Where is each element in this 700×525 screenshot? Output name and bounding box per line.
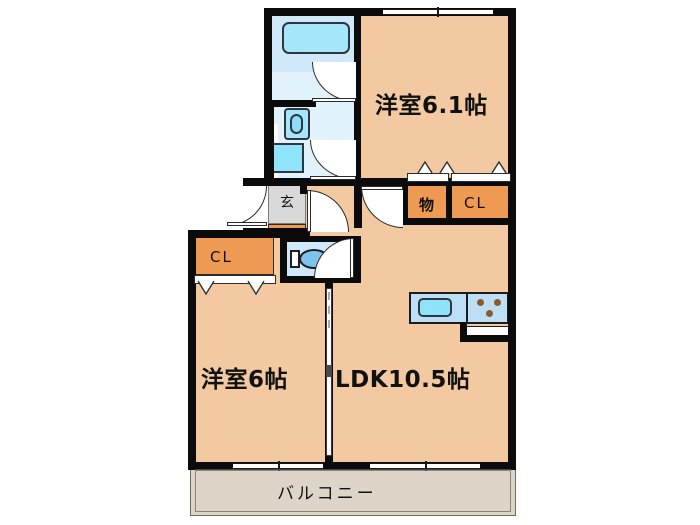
wall-kitchen-alcove [460, 322, 467, 342]
window-mullion-bottom-right [425, 461, 427, 471]
wall-outer-left-upper [264, 8, 272, 186]
wall-toilet-right [353, 236, 361, 282]
wall-bath-right [354, 8, 361, 188]
wall-closet-divider [446, 178, 452, 223]
wall-toilet-top [280, 236, 360, 242]
closet-left-label: CL [210, 248, 233, 266]
wall-outer-bottom [188, 462, 516, 470]
wall-kitchen-alcove-bottom [460, 335, 516, 342]
wall-genkan-outer-bottom [243, 228, 268, 236]
bedroom-61-label: 洋室6.1帖 [375, 93, 488, 119]
door-hall-ldk-leaf[interactable] [307, 190, 311, 232]
stove-burner-3 [486, 310, 493, 317]
door-washroom-leaf[interactable] [310, 176, 356, 180]
closet-fold-tri-3 [492, 162, 506, 173]
storage-mono-label: 物 [419, 196, 435, 214]
wall-outer-right [508, 8, 516, 470]
wall-toilet-left [280, 236, 287, 282]
genkan-label: 玄 [280, 195, 295, 211]
ldk-label: LDK10.5帖 [335, 367, 471, 393]
door-entrance[interactable] [227, 186, 267, 226]
stove-burner-2 [494, 299, 501, 306]
window-mullion-top [437, 7, 439, 17]
stove-divider [466, 292, 468, 324]
wall-bedroom6-top [188, 230, 280, 238]
stove-burner-1 [477, 299, 484, 306]
sliding-door-handle[interactable] [326, 365, 332, 377]
bedroom-6-label: 洋室6帖 [201, 367, 289, 393]
door-entrance-leaf[interactable] [227, 222, 267, 226]
wall-bath-washroom [264, 100, 316, 107]
wall-washroom-bottom [264, 178, 362, 186]
door-toilet-leaf[interactable] [350, 238, 354, 278]
balcony-label: バルコニー [277, 484, 377, 504]
balcony-inner-outline [195, 470, 511, 512]
wall-genkan-outer-left [243, 178, 268, 186]
genkan-tile [268, 182, 306, 224]
closet-left-door-bar [194, 275, 276, 284]
wall-hall-entry-left [300, 186, 307, 194]
closet-top-label: CL [464, 194, 487, 212]
bathtub [282, 22, 350, 54]
window-mullion-bottom-left [278, 461, 280, 471]
wall-washroom-left [264, 100, 274, 186]
wall-hall-bottom-left [264, 228, 310, 236]
washbasin-bowl [290, 114, 303, 134]
wall-closet-row-bottom [400, 218, 516, 225]
door-bedroom-61-leaf[interactable] [361, 186, 403, 190]
wall-closet-mono-left [400, 178, 408, 225]
wall-toilet-bottom [280, 276, 361, 283]
closet-left-fold-tri-1 [198, 281, 214, 294]
closet-left-fold-tri-2 [248, 281, 264, 294]
closet-top-door-bar-1 [407, 173, 449, 182]
kitchen-sink [418, 298, 452, 317]
wall-outer-left-lower [188, 230, 196, 470]
closet-top-door-bar-2 [451, 173, 511, 182]
bedroom-61-floor [360, 14, 510, 186]
wall-ldk-top [361, 178, 516, 186]
wall-hall-ldk-right [354, 186, 362, 228]
closet-fold-tri-1 [418, 162, 432, 173]
closet-left [194, 237, 274, 275]
closet-fold-tri-2 [440, 162, 454, 173]
door-bathroom-leaf[interactable] [312, 98, 356, 102]
washing-machine-space [272, 143, 304, 173]
